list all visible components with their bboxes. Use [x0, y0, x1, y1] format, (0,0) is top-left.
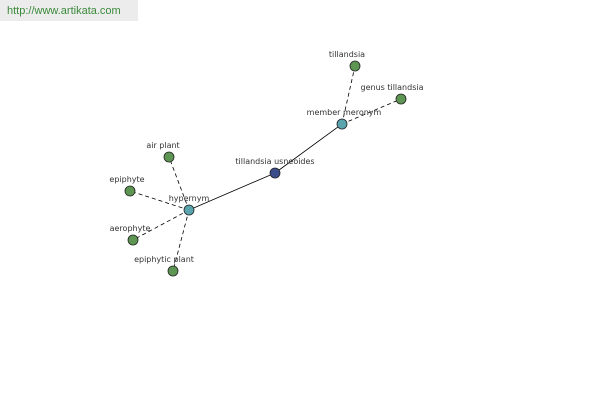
edge-tillandsia-usneoides-to-hypernym — [188, 172, 276, 211]
node-label-epiphyte: epiphyte — [109, 175, 144, 184]
node-genus-tillandsia[interactable]: genus tillandsia — [361, 83, 424, 105]
edges-layer — [129, 65, 402, 272]
edge-hypernym-to-epiphyte — [129, 190, 190, 211]
edge-member-meronym-to-tillandsia — [341, 65, 356, 125]
node-dot-genus-tillandsia[interactable] — [395, 93, 407, 105]
node-member-meronym[interactable]: member meronym — [307, 108, 382, 130]
edge-tillandsia-usneoides-to-member-meronym — [274, 123, 343, 174]
edge-member-meronym-to-genus-tillandsia — [341, 98, 402, 125]
node-dot-aerophyte[interactable] — [127, 234, 139, 246]
node-label-tillandsia-usneoides: tillandsia usneoides — [235, 157, 314, 166]
edge-hypernym-to-epiphytic-plant — [172, 209, 190, 272]
node-dot-epiphyte[interactable] — [124, 185, 136, 197]
node-label-air-plant: air plant — [146, 141, 179, 150]
node-label-hypernym: hypernym — [169, 194, 210, 203]
node-dot-member-meronym[interactable] — [336, 118, 348, 130]
node-aerophyte[interactable]: aerophyte — [110, 224, 151, 246]
edge-hypernym-to-air-plant — [168, 156, 190, 211]
node-tillandsia[interactable]: tillandsia — [329, 50, 365, 72]
node-air-plant[interactable]: air plant — [146, 141, 180, 163]
node-epiphyte[interactable]: epiphyte — [109, 175, 145, 197]
node-hypernym[interactable]: hypernym — [169, 194, 210, 216]
node-label-genus-tillandsia: genus tillandsia — [361, 83, 424, 92]
node-epiphytic-plant[interactable]: epiphytic plant — [134, 255, 194, 277]
site-banner: http://www.artikata.com — [0, 0, 138, 21]
node-label-member-meronym: member meronym — [307, 108, 382, 117]
node-dot-tillandsia-usneoides[interactable] — [269, 167, 281, 179]
node-dot-tillandsia[interactable] — [349, 60, 361, 72]
site-url-link[interactable]: http://www.artikata.com — [7, 5, 121, 17]
node-dot-hypernym[interactable] — [183, 204, 195, 216]
node-dot-air-plant[interactable] — [163, 151, 175, 163]
node-tillandsia-usneoides[interactable]: tillandsia usneoides — [235, 157, 315, 179]
node-dot-epiphytic-plant[interactable] — [167, 265, 179, 277]
node-label-epiphytic-plant: epiphytic plant — [134, 255, 194, 264]
nodes-layer: tillandsia usneoides hypernym member meron… — [109, 50, 424, 277]
edge-hypernym-to-aerophyte — [132, 209, 190, 241]
node-label-tillandsia: tillandsia — [329, 50, 365, 59]
node-label-aerophyte: aerophyte — [110, 224, 151, 233]
